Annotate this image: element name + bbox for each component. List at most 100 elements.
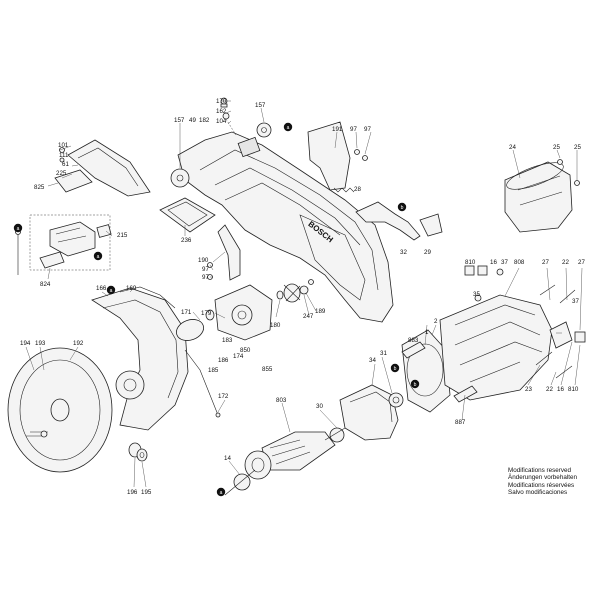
callout: 104 — [216, 118, 227, 125]
callout: 97 — [364, 126, 371, 133]
callout: 31 — [380, 350, 387, 357]
notice-line: Änderungen vorbehalten — [508, 474, 577, 482]
brush-holder-parts — [464, 265, 586, 379]
switch-assembly-824 — [15, 214, 112, 275]
washers-195-196 — [128, 442, 148, 462]
callout: 247 — [303, 313, 314, 320]
marker-label: b — [401, 205, 404, 211]
callout: 193 — [35, 340, 46, 347]
callout: 29 — [424, 249, 431, 256]
callout: 24 — [509, 144, 516, 151]
callout: 32 — [400, 249, 407, 256]
marker-label: b — [414, 382, 417, 388]
notice-line: Salvo modificaciones — [508, 489, 568, 497]
callout: 179 — [201, 310, 212, 317]
marker-label: a — [220, 490, 223, 496]
part-number-callouts: 170 162 104 157 157 49 182 191 97 97 101… — [20, 98, 585, 496]
callout: 887 — [455, 419, 466, 426]
callout: 169 — [126, 285, 137, 292]
callout: 883 — [408, 337, 419, 344]
washer-157 — [170, 168, 190, 188]
callout: 22 — [546, 386, 553, 393]
callout: 185 — [208, 367, 219, 374]
callout: 166 — [96, 285, 107, 292]
callout: 27 — [578, 259, 585, 266]
callout: 22 — [562, 259, 569, 266]
motor-housing — [401, 294, 553, 413]
marker-label: a — [97, 254, 100, 260]
callout: 850 — [240, 347, 251, 354]
callout: 16 — [490, 259, 497, 266]
notice-line: Modifications reserved — [508, 467, 571, 474]
callout: 186 — [218, 357, 229, 364]
callout: 190 — [198, 257, 209, 264]
leader-lines — [25, 100, 583, 488]
marker-label: a — [17, 226, 20, 232]
callout: 35 — [473, 291, 480, 298]
callout: 215 — [117, 232, 128, 239]
callout: 2 — [434, 318, 438, 325]
reference-markers: a b a a a b b a — [13, 122, 420, 497]
callout: 1 — [425, 329, 429, 336]
callout: 97 — [202, 274, 209, 281]
callout: 236 — [181, 237, 192, 244]
callout: 810 — [568, 386, 579, 393]
callout: 25 — [553, 144, 560, 151]
saw-blade-192 — [7, 347, 113, 473]
callout: 111 — [59, 152, 69, 159]
callout: 192 — [73, 340, 84, 347]
rod-172 — [184, 349, 221, 418]
brushes — [401, 341, 478, 403]
saw-arm-housing — [177, 131, 394, 323]
callout: 182 — [199, 117, 210, 124]
callout: 37 — [572, 298, 579, 305]
callout: 191 — [332, 126, 343, 133]
callout: 810 — [465, 259, 476, 266]
callout: 97 — [350, 126, 357, 133]
motor-cap-24 — [504, 159, 580, 233]
callout: 27 — [542, 259, 549, 266]
callout: 808 — [514, 259, 525, 266]
callout: 157 — [255, 102, 266, 109]
callout: 825 — [34, 184, 45, 191]
armature-803 — [224, 427, 346, 496]
callout: 824 — [40, 281, 51, 288]
blade-guard-166 — [91, 286, 189, 431]
callout: 16 — [557, 386, 564, 393]
callout: 172 — [218, 393, 229, 400]
marker-label: a — [110, 288, 113, 294]
callout: 25 — [574, 144, 581, 151]
modifications-notice: Modifications reserved Änderungen vorbeh… — [508, 467, 577, 497]
callout: 14 — [224, 455, 231, 462]
callout: 195 — [141, 489, 152, 496]
callout: 61 — [62, 161, 69, 168]
callout: 183 — [222, 337, 233, 344]
callout: 28 — [354, 186, 361, 193]
callout: 157 — [174, 117, 185, 124]
callout: 37 — [501, 259, 508, 266]
lever-32 — [355, 201, 443, 241]
guide-bracket-191 — [307, 121, 368, 191]
bracket-190 — [207, 224, 241, 281]
callout: 171 — [181, 309, 192, 316]
callout: 180 — [270, 322, 281, 329]
callout: 162 — [216, 108, 227, 115]
callout: 34 — [369, 357, 376, 364]
callout: 174 — [233, 353, 244, 360]
gearbox-flange — [176, 279, 314, 341]
callout: 101 — [58, 142, 69, 149]
spring-28 — [333, 187, 355, 193]
callout: 196 — [127, 489, 138, 496]
marker-label: b — [394, 366, 397, 372]
top-screws — [220, 97, 272, 138]
callout: 194 — [20, 340, 31, 347]
callout: 855 — [262, 366, 273, 373]
callout: 23 — [525, 386, 532, 393]
callout: 189 — [315, 308, 326, 315]
callout: 803 — [276, 397, 287, 404]
top-guard-plate — [54, 139, 151, 197]
notice-line: Modifications réservées — [508, 481, 575, 489]
gasket-236 — [159, 197, 216, 233]
